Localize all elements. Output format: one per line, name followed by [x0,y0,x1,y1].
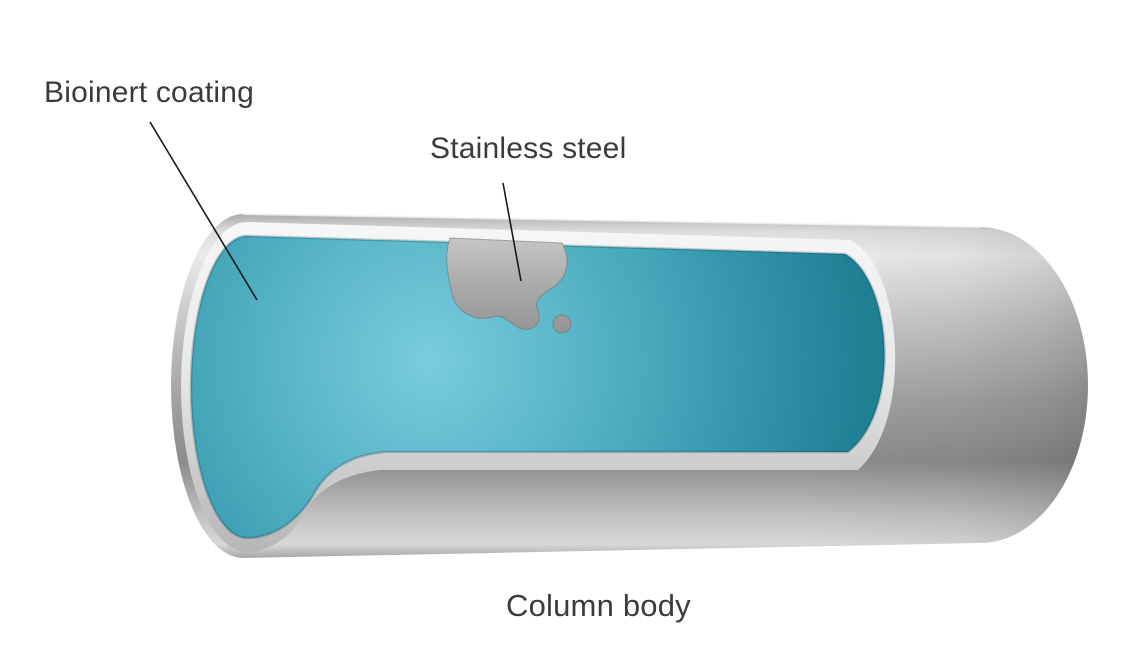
stainless-steel-patch-dot [552,314,572,334]
leader-line-bioinert [149,121,258,301]
label-bioinert-coating: Bioinert coating [44,76,254,109]
leader-line-stainless [502,182,522,282]
bioinert-coating-surface [189,234,886,540]
tube-top-highlight [242,213,981,228]
stainless-steel-patch [446,237,568,330]
label-column-body: Column body [506,588,691,623]
label-stainless-steel: Stainless steel [430,132,627,165]
